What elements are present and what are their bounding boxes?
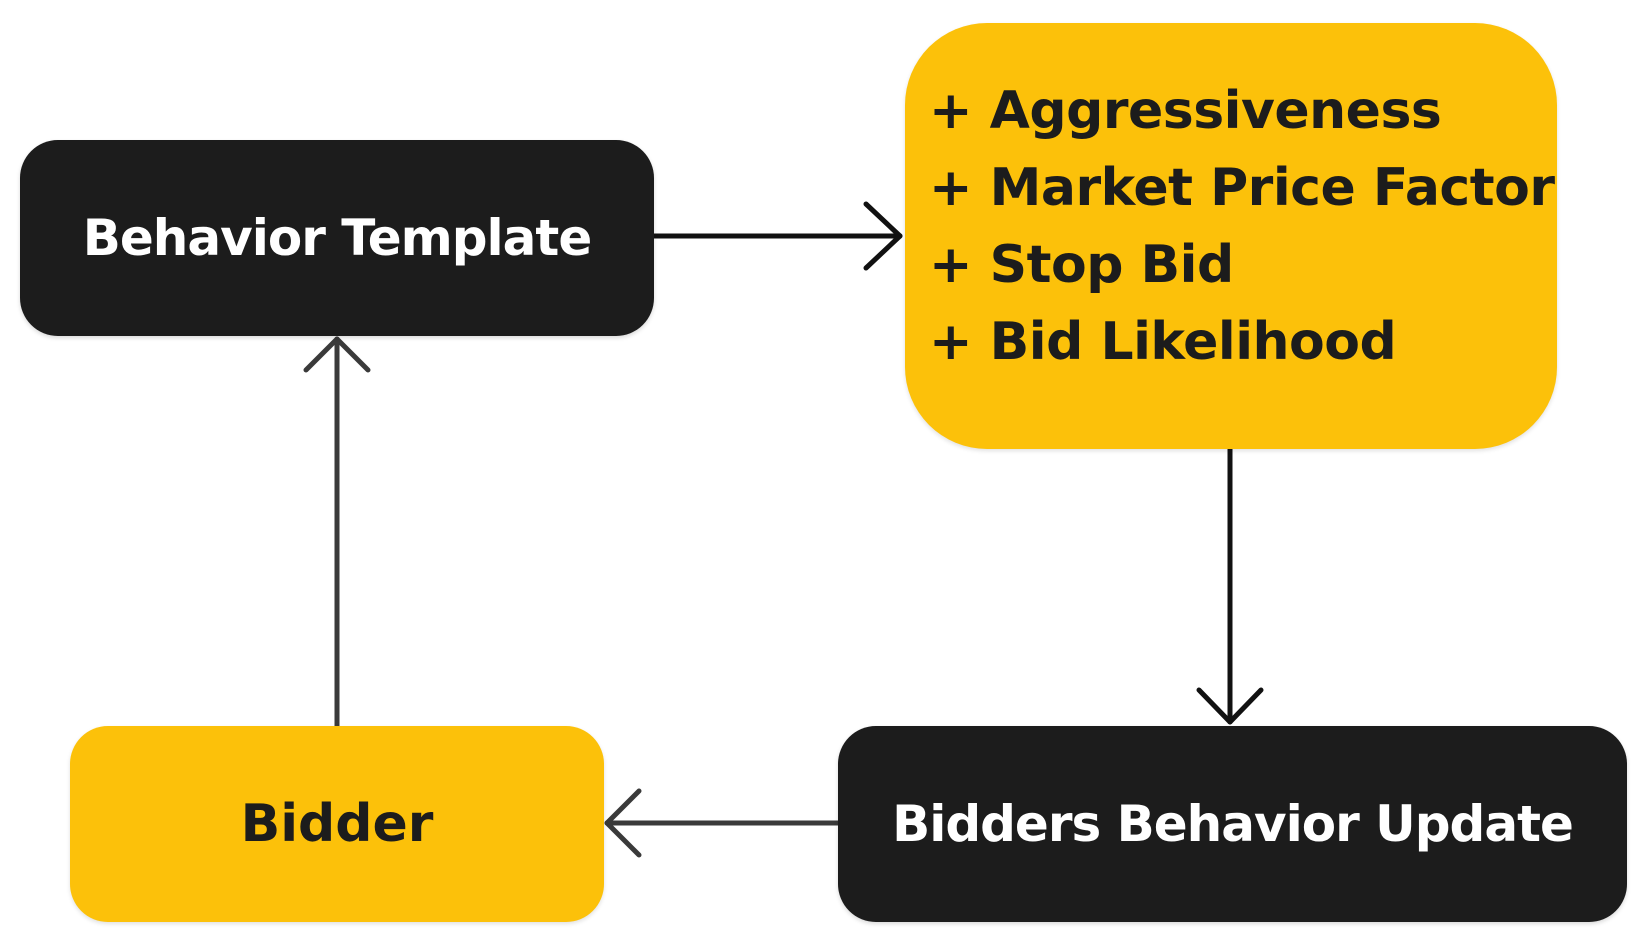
arrow-bidder-to-template xyxy=(303,336,371,729)
attributes-node: + Aggressiveness + Market Price Factor +… xyxy=(905,23,1557,449)
attribute-market-price-factor: + Market Price Factor xyxy=(929,158,1555,218)
attribute-bid-likelihood: + Bid Likelihood xyxy=(929,312,1397,372)
behavior-template-label: Behavior Template xyxy=(82,209,592,267)
bidders-behavior-update-label: Bidders Behavior Update xyxy=(892,795,1574,853)
attribute-stop-bid: + Stop Bid xyxy=(929,235,1234,295)
arrow-template-to-attributes xyxy=(651,201,903,271)
bidders-behavior-update-node: Bidders Behavior Update xyxy=(838,726,1627,922)
behavior-template-node: Behavior Template xyxy=(20,140,654,336)
arrow-update-to-bidder xyxy=(604,788,841,858)
arrow-attributes-to-update xyxy=(1196,446,1264,725)
attribute-aggressiveness: + Aggressiveness xyxy=(929,81,1442,141)
bidder-label: Bidder xyxy=(240,794,434,854)
bidder-node: Bidder xyxy=(70,726,604,922)
